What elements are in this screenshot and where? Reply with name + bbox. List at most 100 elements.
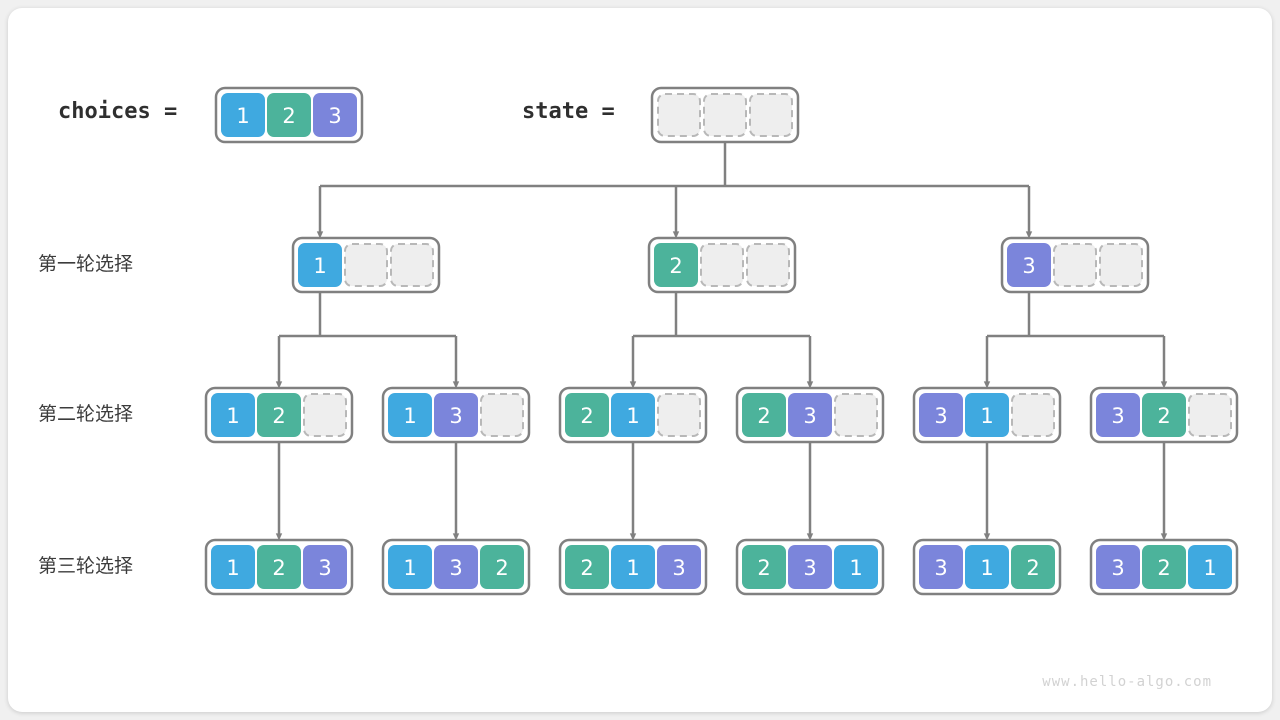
array-cell-filled — [434, 545, 478, 589]
array-frame — [912, 386, 1062, 444]
array-cell-filled — [257, 545, 301, 589]
array-cell-empty — [749, 93, 793, 137]
array-cell-filled — [965, 393, 1009, 437]
array-cell-filled — [657, 545, 701, 589]
array-cell-empty — [390, 243, 434, 287]
array-frame — [204, 538, 354, 596]
array-cell-filled — [742, 393, 786, 437]
array-cell-filled — [1011, 545, 1055, 589]
array-cell-filled — [211, 393, 255, 437]
array-cell-filled — [1007, 243, 1051, 287]
node-r1-1: 1 — [291, 236, 441, 294]
array-cell-empty — [834, 393, 878, 437]
array-cell-filled — [1142, 393, 1186, 437]
array-frame — [381, 386, 531, 444]
array-cell-empty — [657, 93, 701, 137]
array-cell-value: 3 — [672, 556, 685, 580]
array-cell-filled — [388, 545, 432, 589]
array-frame — [735, 386, 885, 444]
array-cell-value: 3 — [1111, 556, 1124, 580]
array-cell-value: 2 — [580, 404, 593, 428]
state-label: state = — [522, 99, 615, 124]
array-cell-empty — [657, 393, 701, 437]
array-cell-filled — [257, 393, 301, 437]
array-cell-filled — [965, 545, 1009, 589]
array-cell-value: 3 — [1022, 254, 1035, 278]
array-cell-value: 1 — [403, 404, 416, 428]
array-cell-value: 1 — [313, 254, 326, 278]
array-cell-filled — [834, 545, 878, 589]
array-cell-filled — [611, 545, 655, 589]
array-cell-value: 3 — [1111, 404, 1124, 428]
array-cell-value: 2 — [282, 104, 295, 128]
array-cell-filled — [221, 93, 265, 137]
array-cell-filled — [267, 93, 311, 137]
array-cell-filled — [565, 545, 609, 589]
array-cell-filled — [611, 393, 655, 437]
array-cell-value: 2 — [757, 404, 770, 428]
array-cell-value: 3 — [328, 104, 341, 128]
array-cell-value: 2 — [669, 254, 682, 278]
array-frame — [291, 236, 441, 294]
array-cell-value: 3 — [934, 404, 947, 428]
array-frame — [1000, 236, 1150, 294]
array-frame — [912, 538, 1062, 596]
array-cell-value: 1 — [403, 556, 416, 580]
array-cell-filled — [565, 393, 609, 437]
array-cell-filled — [298, 243, 342, 287]
array-cell-filled — [434, 393, 478, 437]
array-cell-empty — [1011, 393, 1055, 437]
array-frame — [650, 86, 800, 144]
array-cell-filled — [919, 393, 963, 437]
array-cell-value: 3 — [803, 556, 816, 580]
array-cell-value: 3 — [803, 404, 816, 428]
array-cell-value: 2 — [1026, 556, 1039, 580]
row-label-3: 第三轮选择 — [38, 555, 133, 577]
array-cell-filled — [1096, 545, 1140, 589]
array-cell-filled — [742, 545, 786, 589]
array-cell-empty — [700, 243, 744, 287]
array-cell-empty — [746, 243, 790, 287]
array-cell-filled — [788, 393, 832, 437]
array-cell-filled — [1096, 393, 1140, 437]
array-cell-value: 1 — [1203, 556, 1216, 580]
array-cell-empty — [1053, 243, 1097, 287]
array-frame — [204, 386, 354, 444]
array-cell-value: 2 — [495, 556, 508, 580]
node-r1-2: 2 — [647, 236, 797, 294]
array-cell-empty — [703, 93, 747, 137]
array-cell-filled — [788, 545, 832, 589]
watermark-text: www.hello-algo.com — [1042, 674, 1212, 690]
array-cell-value: 3 — [318, 556, 331, 580]
array-cell-filled — [303, 545, 347, 589]
array-cell-value: 2 — [272, 404, 285, 428]
array-frame — [381, 538, 531, 596]
array-cell-value: 3 — [934, 556, 947, 580]
node-r3-1: 1 2 3 — [204, 538, 354, 596]
array-cell-value: 1 — [226, 556, 239, 580]
array-frame — [558, 386, 708, 444]
state-array — [650, 86, 800, 144]
array-cell-filled — [388, 393, 432, 437]
array-cell-value: 2 — [272, 556, 285, 580]
array-cell-value: 3 — [449, 556, 462, 580]
array-cell-value: 1 — [236, 104, 249, 128]
node-r1-3: 3 — [1000, 236, 1150, 294]
row-label-1: 第一轮选择 — [38, 253, 133, 275]
array-cell-value: 2 — [757, 556, 770, 580]
choices-label: choices = — [58, 99, 177, 124]
array-frame — [1089, 386, 1239, 444]
array-frame — [735, 538, 885, 596]
